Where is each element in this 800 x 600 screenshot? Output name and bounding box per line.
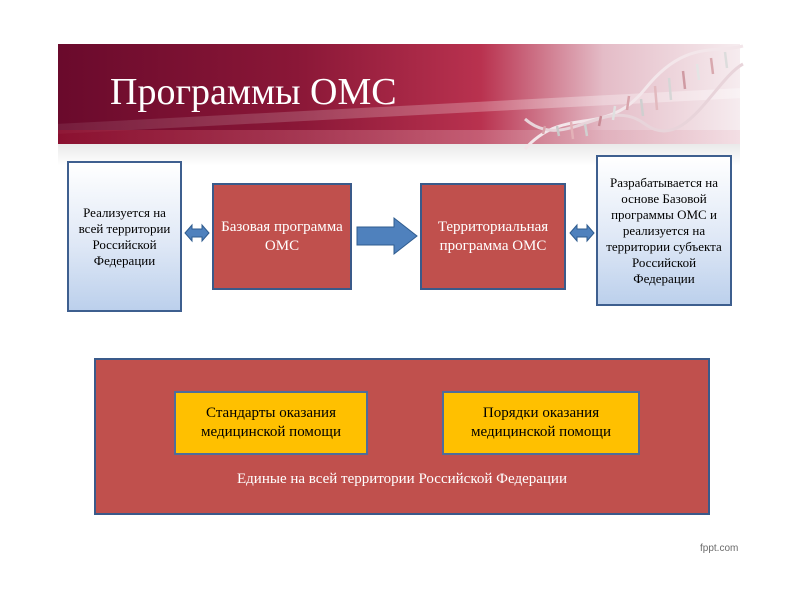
care-procedures-label: Порядки оказания медицинской помощи [471, 405, 611, 440]
double-arrow-right-icon [569, 223, 595, 243]
federation-scope-box: Реализуется на всей территории Российско… [67, 161, 182, 312]
territorial-program-label: Территориальная программа ОМС [437, 218, 549, 254]
base-program-label: Базовая программа ОМС [221, 218, 343, 254]
dna-helix-icon [523, 44, 744, 150]
regional-development-text: Разрабатывается на основе Базовой програ… [606, 174, 722, 286]
page-title: Программы ОМС [110, 71, 397, 113]
unified-caption: Единые на всей территории Российской Фед… [237, 471, 567, 487]
right-arrow-icon [356, 216, 418, 256]
double-arrow-left-icon [184, 223, 210, 243]
territorial-program-box: Территориальная программа ОМС [420, 183, 566, 290]
header-banner [58, 44, 740, 144]
watermark: fppt.com [700, 543, 739, 554]
federation-scope-text: Реализуется на всей территории Российско… [78, 204, 171, 268]
care-standards-box: Стандарты оказания медицинской помощи [174, 391, 368, 455]
care-standards-label: Стандарты оказания медицинской помощи [201, 405, 341, 440]
regional-development-box: Разрабатывается на основе Базовой програ… [596, 155, 732, 306]
care-procedures-box: Порядки оказания медицинской помощи [442, 391, 640, 455]
base-program-box: Базовая программа ОМС [212, 183, 352, 290]
banner-shadow [58, 144, 740, 166]
banner-stripe [58, 130, 740, 144]
